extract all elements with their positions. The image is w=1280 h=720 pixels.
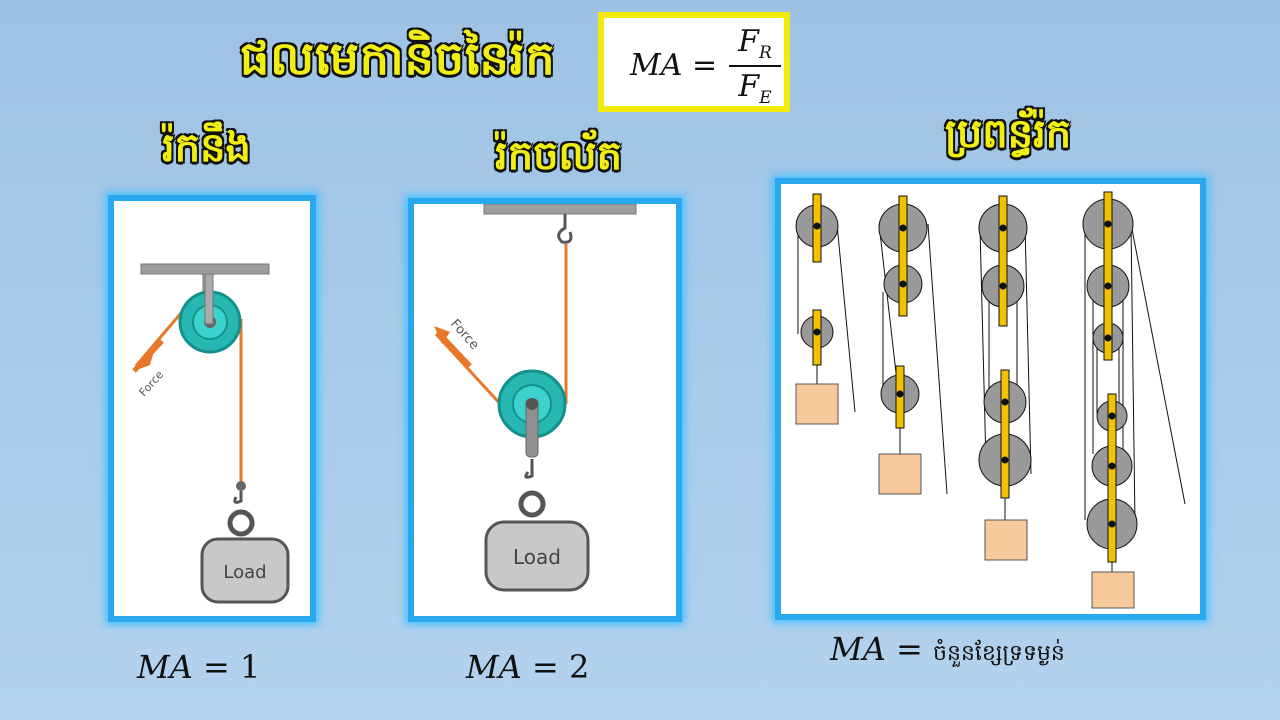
hook: [524, 459, 534, 479]
ceiling-hook: [557, 214, 573, 244]
load-block: [200, 537, 290, 604]
rope-left: [134, 305, 189, 367]
system-1: [795, 193, 856, 425]
fixed-pulley-panel: Force Load: [108, 195, 316, 622]
system-4: [1082, 191, 1186, 609]
load-text: Load: [513, 545, 561, 569]
formula-lhs: MA =: [630, 48, 718, 83]
load-block: [484, 520, 590, 592]
pulley-system-label: ប្រពន្ធ័រ៉ក: [945, 111, 1072, 157]
movable-pulley-diagram: Load Force: [434, 203, 637, 592]
movable-pulley-panel: Load Force: [408, 198, 682, 622]
fixed-pulley-diagram: Force Load: [132, 263, 290, 604]
formula-fraction: FR FE: [729, 24, 781, 108]
ma-system: MA = ចំនួនខ្សែទ្រទម្ងន់: [830, 630, 1065, 668]
hook: [233, 491, 243, 504]
force-text: Force: [137, 368, 167, 399]
load-text: Load: [223, 562, 266, 583]
system-2: [878, 195, 948, 495]
ceiling-beam: [483, 203, 637, 215]
load-ring: [227, 509, 255, 537]
movable-pulley-label: រ៉កចល័ត: [495, 133, 622, 179]
system-3: [978, 195, 1032, 561]
page-title: ផលមេកានិចនៃរ៉ក: [240, 31, 556, 85]
rope-end: [236, 481, 246, 491]
rope-pull: [434, 332, 506, 410]
pulley-system-panel: [775, 178, 1206, 620]
pulley-system-diagram: [795, 191, 1186, 609]
ma-system-text: ចំនួនខ្សែទ្រទម្ងន់: [933, 641, 1065, 666]
ma-movable: MA = 2: [466, 648, 590, 686]
ceiling-beam: [140, 263, 270, 275]
formula-box: MA = FR FE: [598, 12, 790, 112]
fraction-denominator: FE: [738, 69, 772, 108]
fraction-numerator: FR: [738, 24, 772, 63]
fixed-pulley-label: រ៉កនឹង: [162, 125, 251, 171]
ma-fixed: MA = 1: [137, 648, 261, 686]
load-ring: [518, 490, 546, 518]
fraction-bar: [729, 65, 781, 67]
